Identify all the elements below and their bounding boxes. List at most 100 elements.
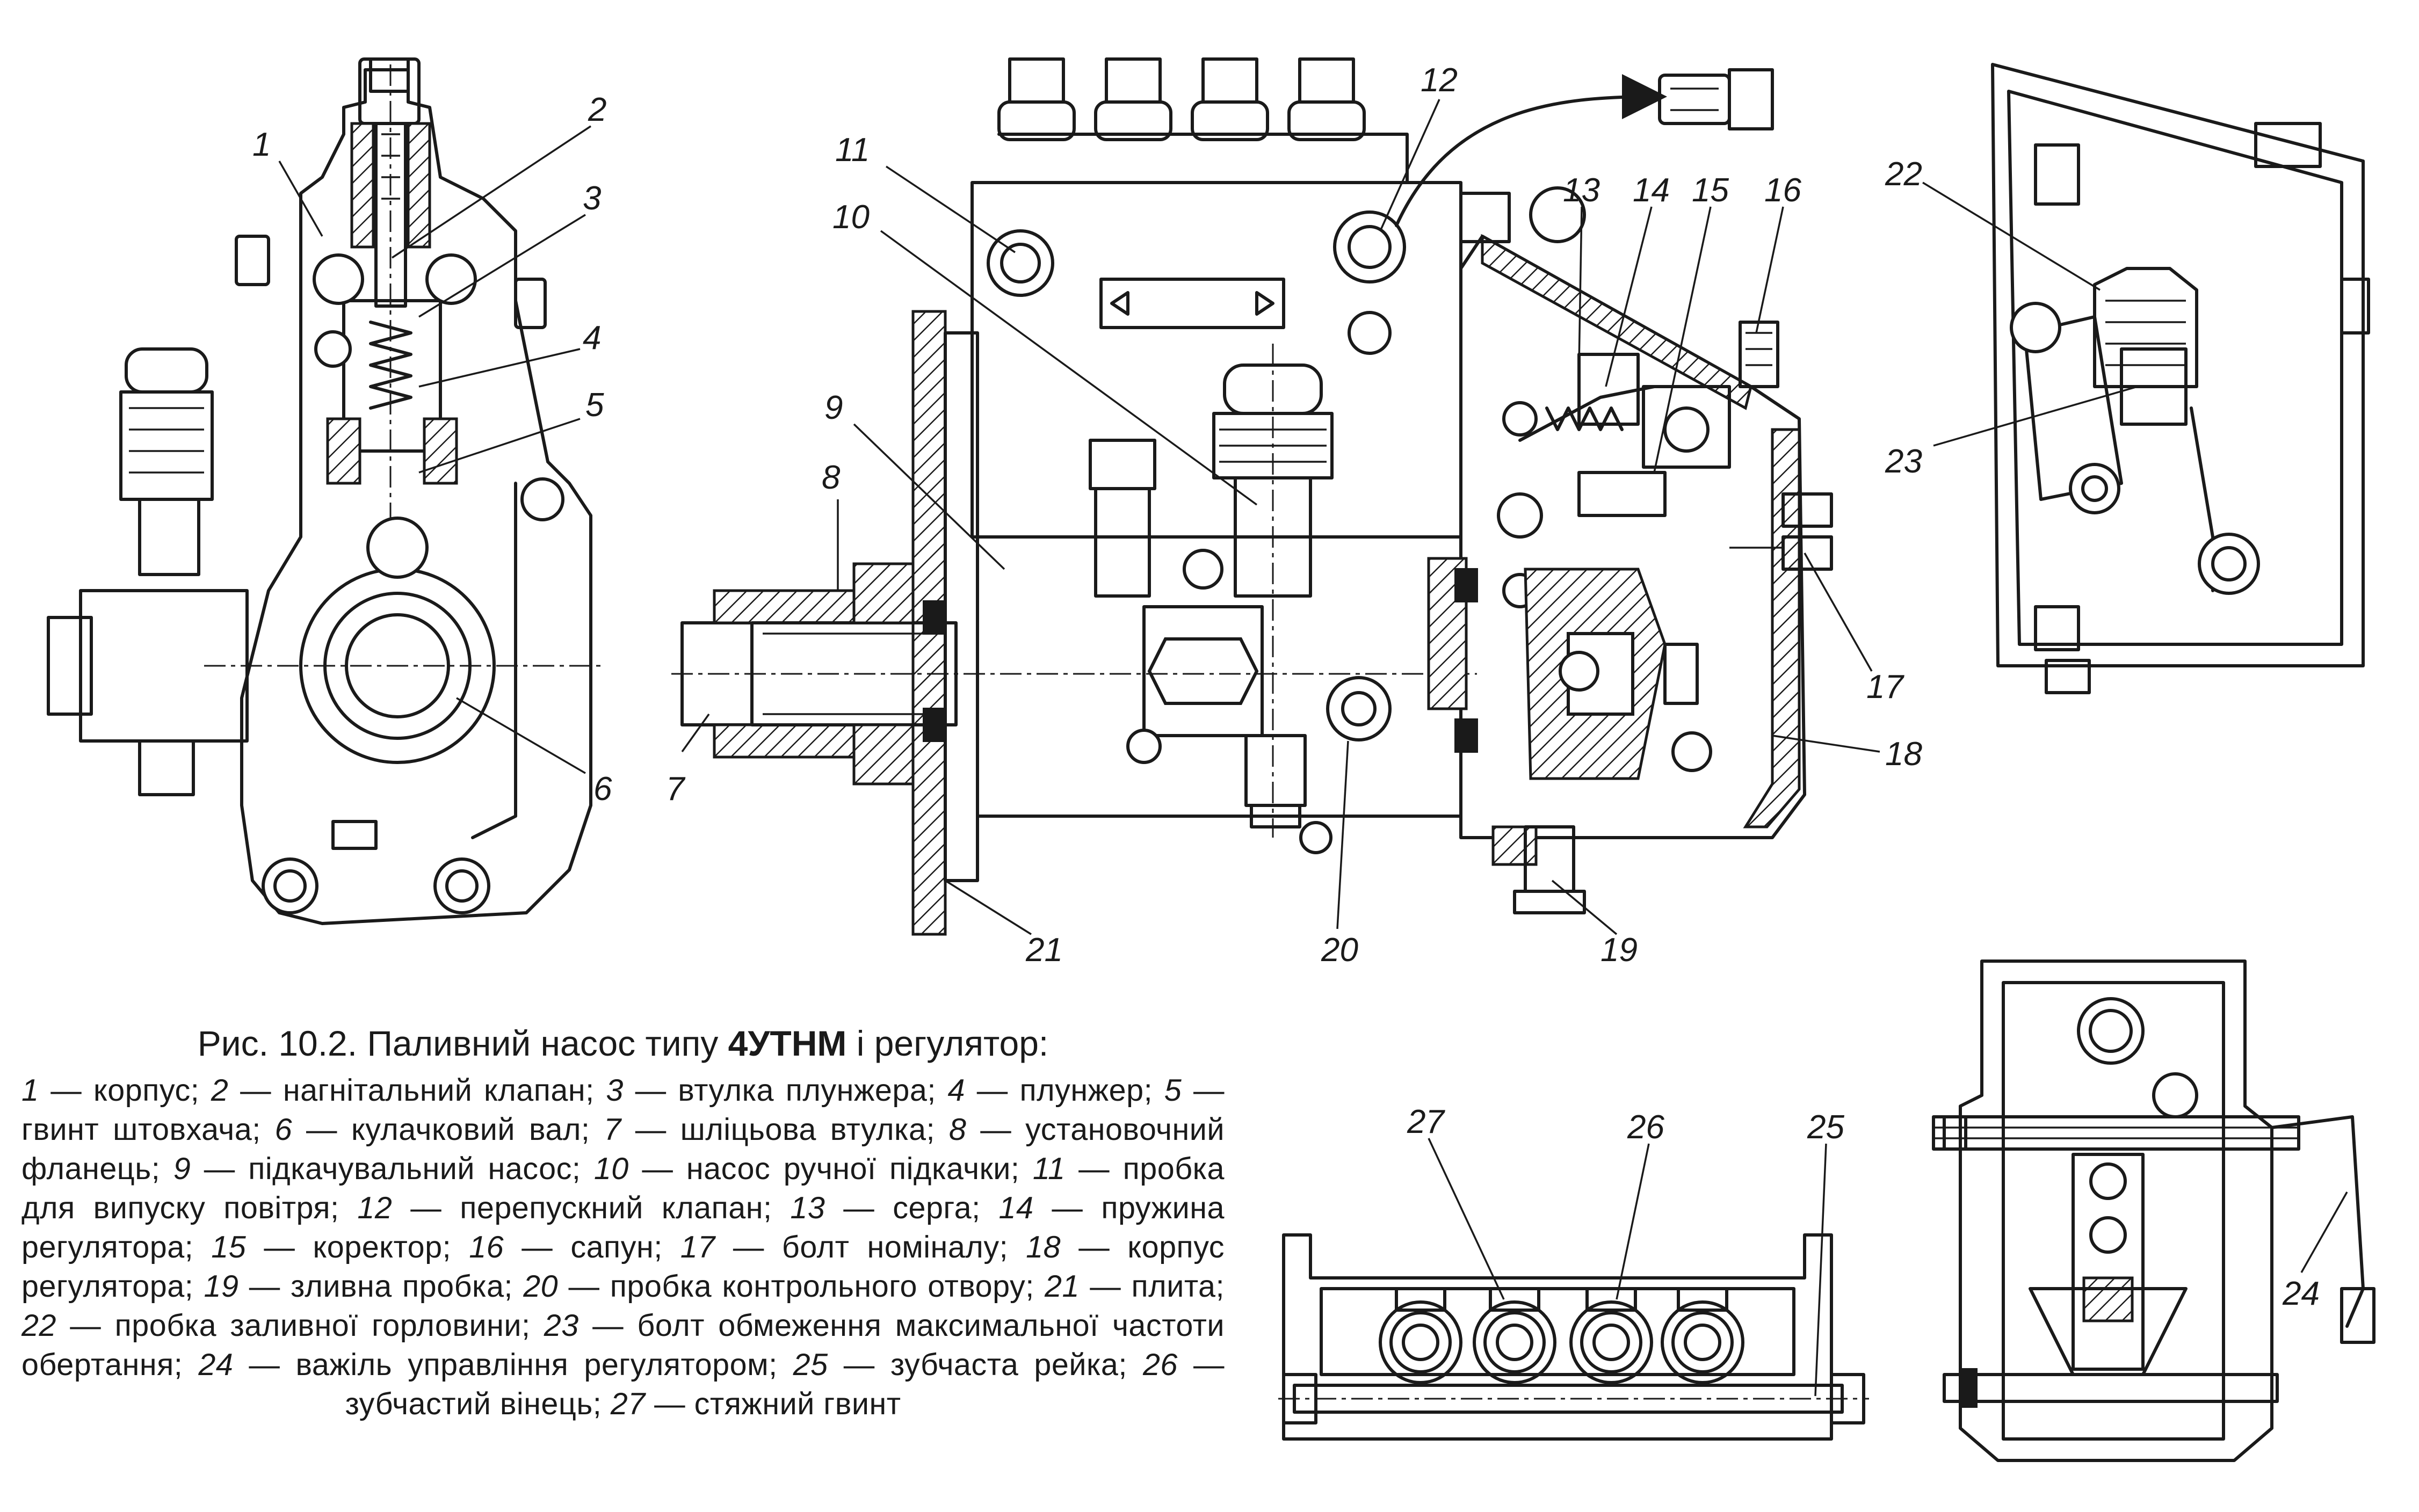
legend-text: перепускний клапан; [460,1191,791,1225]
legend-separator: — [645,1387,694,1421]
callout-8: 8 [822,459,841,496]
legend-text: плунжер; [1019,1073,1164,1108]
legend-separator: — [828,1348,890,1382]
legend-number: 3 [606,1073,624,1108]
legend-text: шліцьова втулка; [680,1113,949,1147]
callout-3: 3 [583,180,601,217]
legend-number: 17 [680,1230,715,1264]
legend-text: підкачувальний насос; [248,1152,594,1186]
legend-item: 22 — пробка заливної горловини; [21,1309,544,1343]
legend-text: корпус; [93,1073,211,1108]
longitudinal-section-view [671,57,1774,936]
callout-27: 27 [1407,1103,1445,1140]
legend-separator: — [623,1073,678,1108]
legend-text: серга; [893,1191,999,1225]
legend-number: 15 [211,1230,247,1264]
callout-15: 15 [1692,172,1729,209]
legend-item: 11 — пробка для випуску повітря; [21,1152,1225,1225]
legend-item: 9 — підкачувальний насос; [173,1152,594,1186]
legend-number: 1 [21,1073,39,1108]
legend-item: 10 — насос ручної підкачки; [594,1152,1033,1186]
legend-number: 21 [1045,1269,1080,1304]
legend-item: 7 — шліцьова втулка; [604,1113,949,1147]
callout-12: 12 [1421,62,1458,99]
legend-number: 24 [198,1348,234,1382]
legend-text: корпус регулятора; [21,1230,1225,1304]
legend-item: 21 — плита; [1045,1269,1225,1304]
legend-separator: — [1065,1152,1123,1186]
legend-item: 8 — установочний фланець; [21,1113,1225,1186]
legend-item: 13 — серга; [790,1191,998,1225]
legend-number: 13 [790,1191,825,1225]
legend-number: 4 [947,1073,965,1108]
legend-item: 24 — важіль управління регулятором; [198,1348,793,1382]
legend-number: 2 [211,1073,229,1108]
legend-number: 27 [610,1387,646,1421]
callout-16: 16 [1764,172,1801,209]
legend-item: 18 — корпус регулятора; [21,1230,1225,1304]
callout-4: 4 [583,319,601,357]
legend-text: втулка плунжера; [678,1073,948,1108]
title-prefix: Рис. 10.2. Паливний насос типу [197,1023,728,1063]
legend-item: 6 — кулачковий вал; [275,1113,604,1147]
legend-number: 26 [1142,1348,1178,1382]
legend-number: 9 [173,1152,191,1186]
legend-item: 16 — сапун; [469,1230,680,1264]
legend-separator: — [238,1269,291,1304]
legend-text: насос ручної підкачки; [686,1152,1033,1186]
callout-14: 14 [1633,172,1670,209]
callout-11: 11 [835,132,870,169]
legend-item: 20 — пробка контрольного отвору; [523,1269,1045,1304]
legend-text: зубчаста рейка; [890,1348,1143,1382]
legend-number: 8 [948,1113,967,1147]
legend-number: 14 [998,1191,1034,1225]
callout-10: 10 [832,199,870,236]
legend-separator: — [246,1230,313,1264]
legend-text: пробка для випуску повітря; [21,1152,1225,1225]
figure-title: Рис. 10.2. Паливний насос типу 4УТНМ і р… [21,1023,1225,1064]
legend-separator: — [621,1113,680,1147]
parts-legend: 1 — корпус; 2 — нагнітальний клапан; 3 —… [21,1071,1225,1424]
legend-item: 15 — коректор; [211,1230,469,1264]
callout-2: 2 [588,91,606,128]
legend-separator: — [504,1230,571,1264]
leader-lines [278,99,2348,1397]
legend-number: 25 [793,1348,828,1382]
legend-number: 5 [1164,1073,1182,1108]
legend-separator: — [292,1113,351,1147]
legend-text: зливна пробка; [291,1269,524,1304]
governor-side-view [1991,63,2370,694]
legend-number: 23 [544,1309,579,1343]
legend-text: пробка контрольного отвору; [610,1269,1045,1304]
legend-number: 22 [21,1309,56,1343]
legend-item: 4 — плунжер; [948,1073,1164,1108]
callout-13: 13 [1563,172,1600,209]
legend-text: установочний фланець; [21,1113,1225,1186]
legend-separator: — [1033,1191,1102,1225]
legend-number: 12 [357,1191,393,1225]
callout-17: 17 [1866,668,1904,706]
legend-separator: — [1061,1230,1128,1264]
governor-view [1427,186,1833,914]
callout-6: 6 [593,770,612,808]
legend-number: 11 [1032,1152,1066,1186]
callout-24: 24 [2282,1275,2320,1312]
legend-item: 27 — стяжний гвинт [611,1387,901,1421]
legend-separator: — [392,1191,460,1225]
callout-1: 1 [252,126,271,163]
callout-18: 18 [1885,736,1922,773]
legend-text: кулачковий вал; [351,1113,604,1147]
rack-view [1278,1233,1869,1441]
legend-separator: — [191,1152,249,1186]
legend-separator: — [233,1348,296,1382]
legend-separator: — [1182,1073,1225,1108]
legend-text: пробка заливної горловини; [114,1309,544,1343]
cross-section-view [47,57,602,925]
legend-text: сапун; [570,1230,680,1264]
legend-text: пружина регулятора; [21,1191,1225,1264]
legend-number: 19 [204,1269,239,1304]
callout-23: 23 [1885,443,1922,480]
legend-item: 14 — пружина регулятора; [21,1191,1225,1264]
legend-separator: — [715,1230,782,1264]
legend-separator: — [578,1309,638,1343]
